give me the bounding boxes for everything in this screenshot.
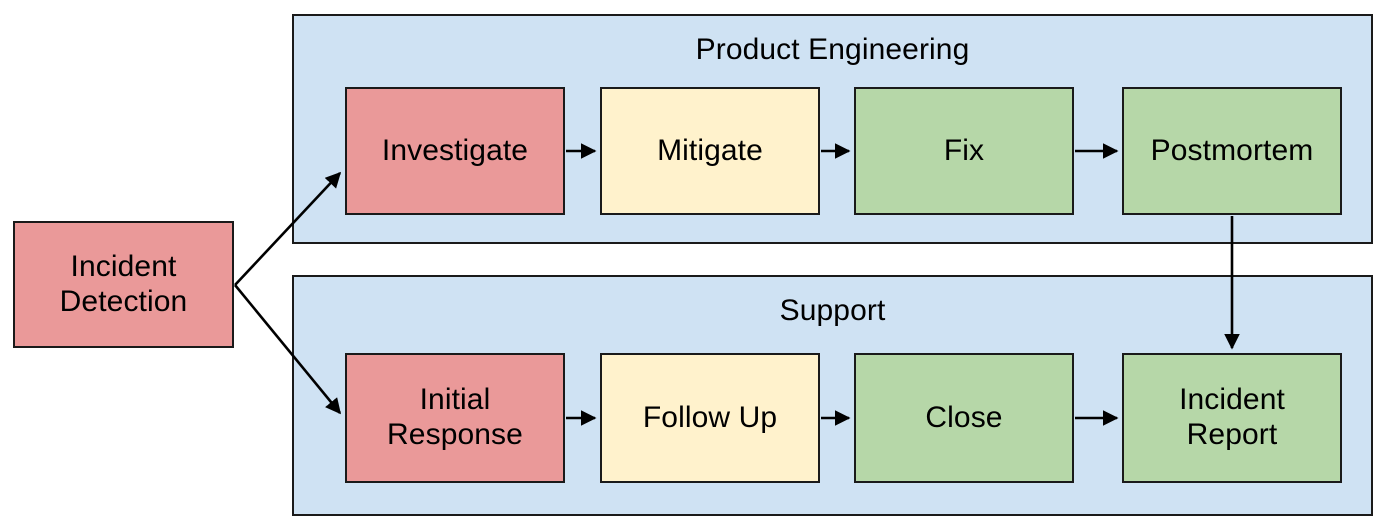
node-investigate[interactable]: Investigate xyxy=(345,87,565,215)
edge-detection-to-investigate[interactable] xyxy=(234,171,342,286)
node-incident-report[interactable]: Incident Report xyxy=(1122,353,1342,483)
node-close[interactable]: Close xyxy=(854,353,1074,483)
swimlane-title-support: Support xyxy=(779,294,886,327)
swimlane-title-product-engineering: Product Engineering xyxy=(695,33,970,66)
node-fix[interactable]: Fix xyxy=(854,87,1074,215)
node-follow-up[interactable]: Follow Up xyxy=(600,353,820,483)
node-mitigate[interactable]: Mitigate xyxy=(600,87,820,215)
node-initial-response[interactable]: Initial Response xyxy=(345,353,565,483)
edge-detection-to-initial-response[interactable] xyxy=(233,284,342,415)
node-incident-detection[interactable]: Incident Detection xyxy=(13,221,234,348)
node-postmortem[interactable]: Postmortem xyxy=(1122,87,1342,215)
